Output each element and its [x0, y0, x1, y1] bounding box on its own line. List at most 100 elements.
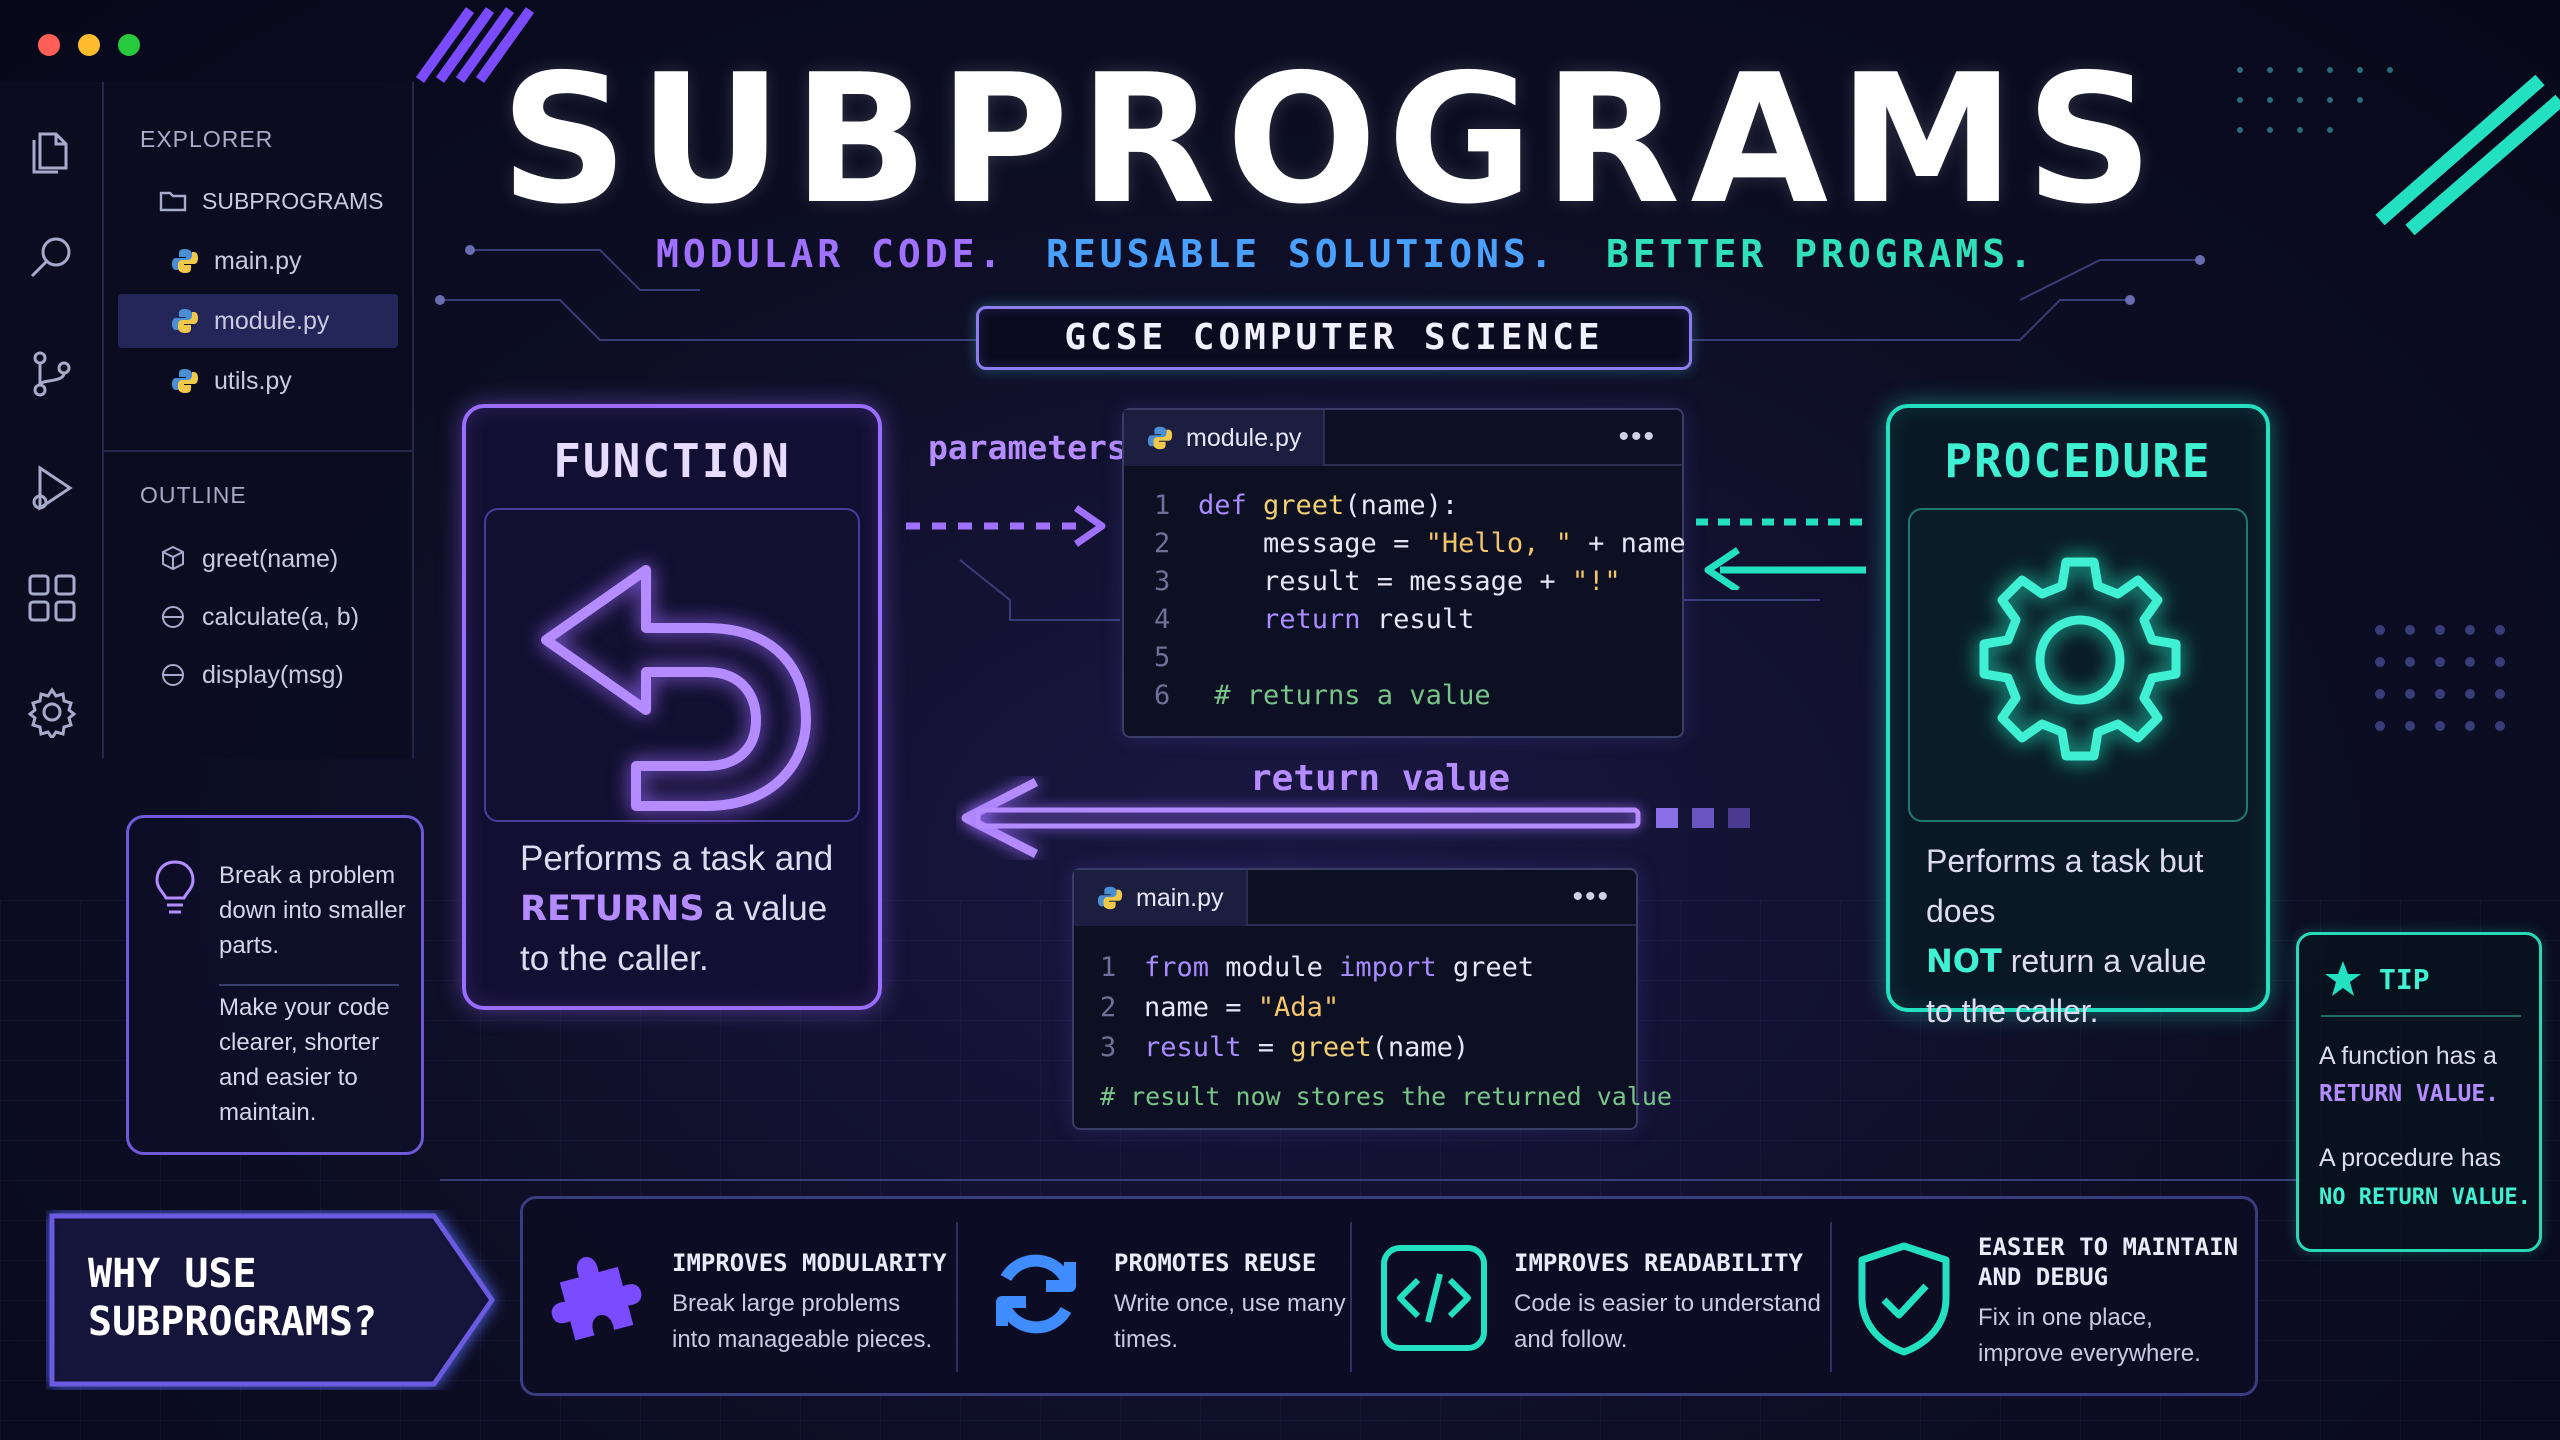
feature-separator	[1830, 1222, 1832, 1372]
outline-item-greet[interactable]: greet(name)	[118, 532, 398, 586]
python-icon	[170, 306, 200, 336]
function-card: FUNCTION Performs a task and RETURNS a v…	[462, 404, 882, 1010]
file-utils-py[interactable]: utils.py	[118, 354, 398, 408]
function-desc-line-1: Performs a task and	[520, 839, 834, 878]
return-arrow-icon	[541, 565, 811, 811]
python-icon	[1146, 424, 1174, 452]
procedure-desc-line-2: NOT return a value	[1926, 936, 2266, 986]
code-line-5: 5	[1154, 642, 1171, 673]
run-debug-icon[interactable]	[26, 462, 78, 514]
minimize-window-button[interactable]	[78, 34, 100, 56]
code-line-2: 2 message = "Hello, " + name	[1154, 528, 1686, 559]
procedure-desc-line-3: to the caller.	[1926, 993, 2099, 1029]
code-line-3: 3 result = message + "!"	[1154, 566, 1621, 597]
tip-line-4: NO RETURN VALUE.	[2319, 1185, 2531, 1210]
outline-item-calculate[interactable]: calculate(a, b)	[118, 590, 398, 644]
tip-title: TIP	[2379, 963, 2430, 996]
function-icon-panel	[484, 508, 860, 822]
tab-main-py[interactable]: main.py	[1074, 870, 1248, 926]
puzzle-icon	[551, 1256, 642, 1341]
method-icon	[158, 660, 188, 690]
refresh-icon	[996, 1254, 1076, 1334]
procedure-icon-panel	[1908, 508, 2248, 822]
file-module-py[interactable]: module.py	[118, 294, 398, 348]
function-description: Performs a task and RETURNS a value to t…	[520, 834, 833, 984]
page-title: SUBPROGRAMS	[500, 36, 2164, 243]
python-icon	[170, 366, 200, 396]
procedure-desc-suffix: return a value	[2001, 943, 2207, 979]
function-desc-suffix: a value	[704, 889, 828, 928]
procedure-card: PROCEDURE Performs a task but does NOT r…	[1886, 404, 2270, 1029]
procedure-title: PROCEDURE	[1944, 434, 2212, 488]
file-label: module.py	[214, 306, 330, 335]
extensions-icon[interactable]	[26, 572, 78, 624]
folder-icon	[158, 186, 188, 216]
function-title: FUNCTION	[553, 434, 791, 488]
code-line-6: 6 # returns a value	[1154, 680, 1491, 711]
procedure-description: Performs a task but does NOT return a va…	[1926, 836, 2266, 1036]
features-bar	[520, 1196, 2258, 1396]
maximize-window-button[interactable]	[118, 34, 140, 56]
explorer-heading: EXPLORER	[140, 126, 274, 152]
gear-icon	[1979, 557, 2181, 761]
tab-module-py[interactable]: module.py	[1124, 410, 1326, 466]
subtitle-reusable: REUSABLE SOLUTIONS.	[1046, 232, 1557, 276]
tab-label: main.py	[1136, 883, 1224, 912]
outline-label: display(msg)	[202, 660, 344, 689]
search-icon[interactable]	[26, 232, 78, 284]
procedure-arrow	[1696, 518, 1866, 590]
files-icon[interactable]	[26, 126, 78, 178]
close-window-button[interactable]	[38, 34, 60, 56]
feature-separator	[956, 1222, 958, 1372]
why-banner-shape	[49, 1213, 496, 1387]
python-icon	[1096, 884, 1124, 912]
outline-label: greet(name)	[202, 544, 339, 573]
feature-title-modularity: IMPROVES MODULARITY	[672, 1249, 947, 1277]
tip-line-2: RETURN VALUE.	[2319, 1081, 2500, 1107]
code-line-4: 4 return result	[1154, 604, 1475, 635]
lightbulb-icon	[155, 860, 195, 914]
info-divider	[219, 984, 399, 986]
folder-subprograms[interactable]: SUBPROGRAMS	[118, 174, 398, 228]
function-desc-line-3: to the caller.	[520, 939, 709, 978]
cube-icon	[158, 544, 188, 574]
settings-gear-icon[interactable]	[26, 686, 78, 741]
outline-label: calculate(a, b)	[202, 602, 360, 631]
outline-item-display[interactable]: display(msg)	[118, 648, 398, 702]
code-icon	[1381, 1245, 1487, 1351]
activity-bar	[0, 82, 104, 758]
parameters-arrow	[906, 505, 1106, 547]
return-value-label: return value	[1250, 758, 1511, 799]
gcse-badge: GCSE COMPUTER SCIENCE	[976, 306, 1692, 370]
explorer-sidebar: EXPLORER SUBPROGRAMS main.py module.py u…	[104, 82, 414, 758]
more-options-button[interactable]: •••	[1618, 420, 1656, 453]
subtitle-better: BETTER PROGRAMS.	[1606, 232, 2037, 276]
method-icon	[158, 602, 188, 632]
procedure-not-highlight: NOT	[1926, 942, 2002, 980]
parameters-label: parameters	[928, 428, 1127, 467]
file-label: main.py	[214, 246, 302, 275]
outline-heading: OUTLINE	[140, 482, 247, 508]
subtitle-modular: MODULAR CODE.	[656, 232, 1006, 276]
python-icon	[170, 246, 200, 276]
more-options-button[interactable]: •••	[1572, 880, 1610, 913]
source-control-icon[interactable]	[26, 348, 78, 400]
file-label: utils.py	[214, 366, 292, 395]
code-tab-bar: module.py •••	[1124, 410, 1682, 466]
sidebar-divider	[104, 450, 414, 452]
tab-label: module.py	[1186, 423, 1302, 452]
file-main-py[interactable]: main.py	[118, 234, 398, 288]
